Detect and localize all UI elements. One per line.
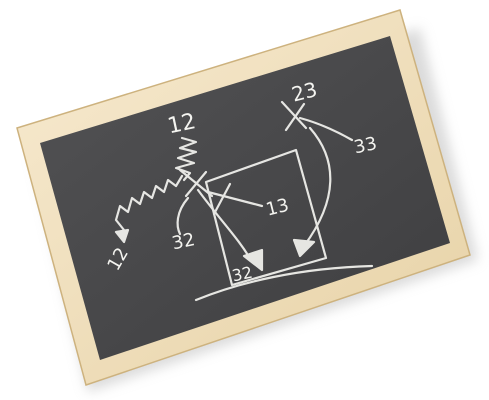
chalk-zigzag-left <box>114 174 184 232</box>
chalk-label-top-right: 23 <box>289 77 320 106</box>
chalk-line-13 <box>206 190 264 208</box>
chalk-route-right <box>302 126 332 248</box>
chalk-arrowhead-left <box>114 228 130 244</box>
chalk-x-13 <box>212 182 232 216</box>
chalk-x-23 <box>280 100 308 132</box>
chalk-diagram <box>114 100 374 302</box>
chalk-arrowhead-right <box>292 238 316 258</box>
chalk-label-bottom-center: 32 <box>230 263 254 286</box>
chalk-label-right: 33 <box>352 133 379 158</box>
chalk-arrowhead-down <box>242 248 264 272</box>
chalk-route-left <box>176 196 190 236</box>
chalk-label-center-left: 32 <box>170 229 197 254</box>
chalk-ground-curve <box>194 264 374 302</box>
chalk-line-33 <box>298 116 354 142</box>
chalk-x-center <box>178 168 214 198</box>
chalk-box <box>204 148 328 287</box>
chalk-label-top-center: 12 <box>165 109 198 139</box>
chalk-slate <box>40 36 450 360</box>
chalk-zigzag-top <box>174 136 198 182</box>
